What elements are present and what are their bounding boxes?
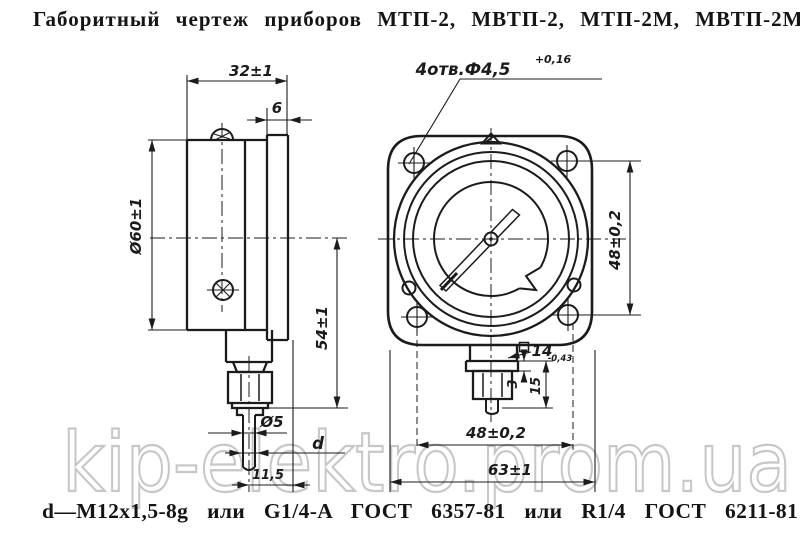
dim-case-diameter-label: Ø60±1 (127, 198, 145, 256)
connection-thread-note: d—M12x1,5-8g или G1/4-A ГОСТ 6357-81 или… (42, 499, 799, 523)
holes-callout-tolerance: +0,16 (535, 53, 572, 66)
dim-flange-thickness-label: 6 (272, 99, 282, 117)
pointer-needle (438, 208, 521, 293)
dim-flats-height-label: 3 (506, 379, 521, 388)
dim-flange-width-label: 63±1 (488, 461, 532, 479)
side-view-drawing: 32±1 6 Ø60±1 54±1 Ø5 d 1 (127, 62, 348, 492)
dim-axis-to-tip-label: 54±1 (313, 306, 331, 350)
dial-stop-notch (519, 266, 541, 292)
stub (235, 408, 265, 417)
front-view-drawing: 4отв.Ф4,5 +0,16 48±0,2 14 -0,43 3 15 (378, 53, 641, 492)
dial-window (433, 181, 550, 298)
dim-fitting-length-label: 15 (529, 377, 544, 395)
dim-axis-to-flange-label: 11,5 (252, 468, 284, 483)
mounting-holes (398, 145, 584, 333)
dim-bulb-diameter-label: Ø5 (259, 413, 283, 431)
top-screw-mark (479, 132, 503, 145)
bezel-screw-left (401, 280, 417, 296)
dim-square-flats-label: 14 (532, 342, 553, 360)
flange-plate-outline (386, 134, 594, 347)
lower-collar (230, 403, 270, 410)
union-nut-hex (226, 370, 274, 405)
holes-callout-text: 4отв.Ф4,5 (415, 60, 511, 79)
holes-callout: 4отв.Ф4,5 +0,16 (408, 53, 602, 165)
square-flats-callout: 14 -0,43 (507, 341, 573, 364)
case-outline (185, 138, 267, 332)
drawing-title: Габоритный чертеж приборов МТП-2, МВТП-2… (33, 7, 800, 31)
dim-depth-label: 32±1 (229, 62, 273, 80)
watermark-text: kip-elektro.prom.ua (62, 416, 792, 511)
bezel-screw-right (566, 277, 582, 293)
dim-hole-spacing-vertical-label: 48±0,2 (606, 210, 624, 271)
collar (231, 361, 269, 374)
dim-square-flats-tolerance: -0,43 (548, 354, 573, 364)
dim-thread-label: d (312, 434, 324, 453)
dim-hole-spacing-horizontal-label: 48±0,2 (465, 424, 526, 442)
